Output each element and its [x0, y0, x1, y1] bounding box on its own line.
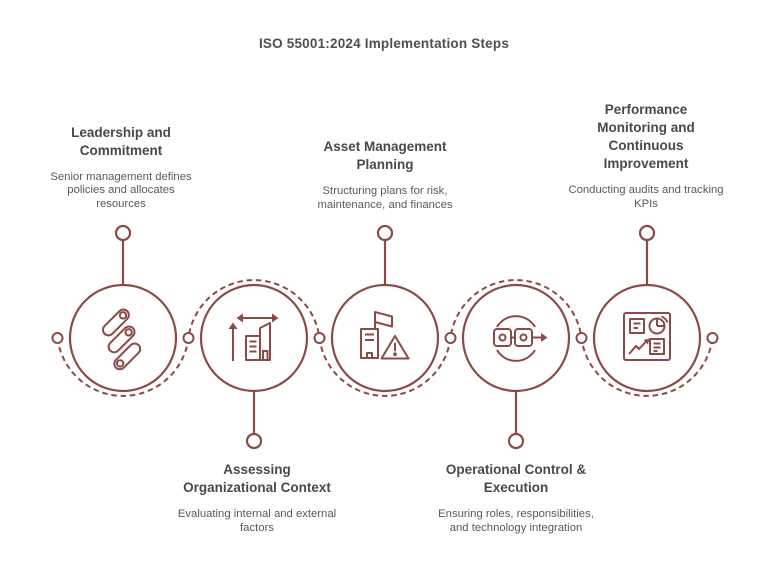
leadership-capsules-icon — [102, 308, 142, 371]
heading-line: Assessing — [223, 462, 291, 477]
step-description: Evaluating internal and external factors — [178, 508, 336, 536]
description-line: and technology integration — [449, 521, 583, 534]
path-node-dot — [706, 332, 719, 344]
step-description: Ensuring roles, responsibilities, and te… — [438, 508, 594, 536]
context-arrows-building-icon — [228, 313, 279, 361]
heading-line: Operational Control & — [445, 462, 587, 477]
connector-end-dot-2 — [245, 432, 263, 450]
heading-line: Performance — [604, 102, 688, 118]
operations-cycle-icon — [493, 315, 548, 362]
step-description: Structuring plans for risk, maintenance,… — [317, 185, 452, 213]
description-line: Ensuring roles, responsibilities, — [438, 508, 594, 520]
step-heading: Assessing Organizational Context — [178, 461, 336, 497]
step-heading: Leadership and Commitment — [50, 124, 191, 160]
heading-line: Organizational Context — [183, 480, 331, 495]
description-line: Senior management defines — [50, 170, 192, 183]
step-label-operations: Operational Control & Execution Ensuring… — [438, 461, 594, 536]
description-line: KPIs — [634, 198, 658, 211]
heading-line: Leadership and — [71, 124, 171, 140]
path-node-dot — [575, 332, 588, 344]
diagram-title: ISO 55001:2024 Implementation Steps — [258, 36, 510, 51]
description-line: Evaluating internal and external — [177, 508, 337, 520]
heading-line: Improvement — [603, 156, 689, 172]
step-circle-3 — [330, 283, 440, 393]
step-label-leadership: Leadership and Commitment Senior managem… — [50, 124, 191, 212]
heading-line: Monitoring and — [597, 120, 695, 136]
step-circle-5 — [592, 283, 702, 393]
monitoring-dashboard-icon — [623, 312, 671, 361]
serpentine-dashed-path — [56, 279, 714, 397]
path-node-dot — [313, 332, 326, 344]
description-line: policies and allocates — [67, 184, 175, 197]
step-label-monitoring: Performance Monitoring and Continuous Im… — [568, 101, 723, 212]
heading-line: Asset Management — [323, 139, 447, 155]
step-circle-1 — [68, 283, 178, 393]
description-line: factors — [240, 521, 274, 534]
path-node-dot — [51, 332, 64, 344]
path-node-dot — [444, 332, 457, 344]
description-line: Structuring plans for risk, — [322, 185, 448, 198]
heading-line: Planning — [356, 157, 414, 173]
description-line: maintenance, and finances — [317, 199, 453, 212]
step-heading: Operational Control & Execution — [438, 461, 594, 497]
step-description: Senior management defines policies and a… — [50, 171, 191, 212]
planning-building-warning-icon — [360, 311, 410, 360]
step-heading: Performance Monitoring and Continuous Im… — [568, 101, 723, 173]
description-line: resources — [96, 198, 146, 211]
step-circle-4 — [461, 283, 571, 393]
connector-end-dot-5 — [638, 224, 656, 242]
step-description: Conducting audits and tracking KPIs — [568, 184, 723, 212]
path-node-dot — [182, 332, 195, 344]
step-label-planning: Asset Management Planning Structuring pl… — [317, 138, 452, 213]
heading-line: Execution — [483, 480, 549, 495]
connector-end-dot-1 — [114, 224, 132, 242]
step-heading: Asset Management Planning — [317, 138, 452, 174]
heading-line: Continuous — [608, 138, 684, 154]
step-label-context: Assessing Organizational Context Evaluat… — [178, 461, 336, 536]
heading-line: Commitment — [79, 142, 163, 158]
connector-end-dot-3 — [376, 224, 394, 242]
step-circle-2 — [199, 283, 309, 393]
description-line: Conducting audits and tracking — [568, 184, 724, 197]
connector-end-dot-4 — [507, 432, 525, 450]
